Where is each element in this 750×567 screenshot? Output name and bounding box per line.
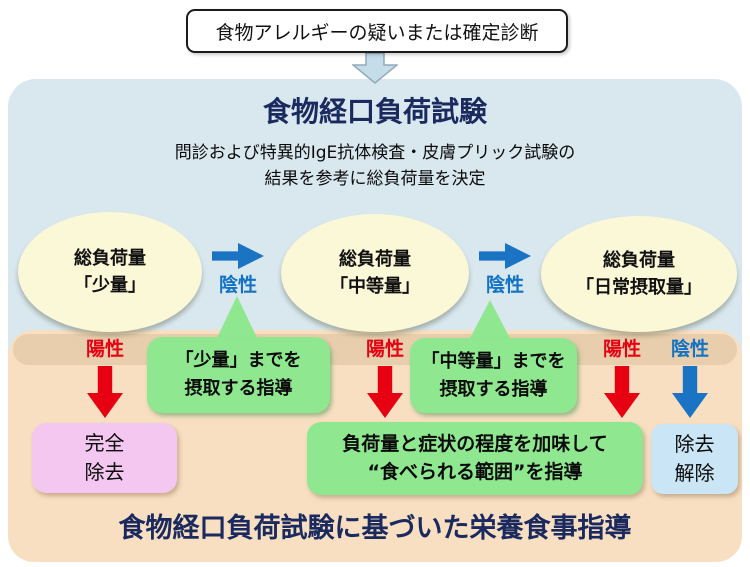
test-panel-subtitle: 問診および特異的IgE抗体検査・皮膚プリック試験の 結果を参考に総負荷量を決定 [0, 140, 750, 193]
outcome-line: 除去 [674, 432, 715, 456]
flow-down-arrow-icon [352, 52, 398, 84]
outcome-line: 除去 [84, 460, 125, 484]
ellipse-small-amount: 総負荷量 「少量」 [18, 212, 202, 332]
ellipse-label: 総負荷量 [603, 250, 675, 271]
diagnosis-box: 食物アレルギーの疑いまたは確定診断 [186, 9, 568, 53]
ellipse-label: 総負荷量 [339, 249, 411, 270]
positive-label: 陽性 [365, 338, 404, 360]
positive-label: 陽性 [85, 338, 124, 360]
negative-label: 陰性 [670, 338, 709, 360]
guidance-bubble-small: 「少量」までを 摂取する指導 [147, 337, 330, 413]
result-band [13, 334, 737, 365]
outcome-line: 負荷量と症状の程度を加味して [342, 432, 608, 455]
outcome-line: 完全 [84, 431, 125, 455]
subtitle-line-2: 結果を参考に総負荷量を決定 [264, 169, 486, 190]
diagnosis-label: 食物アレルギーの疑いまたは確定診断 [215, 21, 539, 44]
negative-label: 陰性 [485, 274, 524, 296]
guidance-bubble-medium: 「中等量」までを 摂取する指導 [410, 338, 577, 413]
ellipse-label: 総負荷量 [74, 248, 146, 269]
complete-elimination-box: 完全 除去 [32, 423, 177, 493]
lift-elimination-box: 除去 解除 [651, 424, 738, 494]
outcome-line: “食べられる範囲”を指導 [367, 460, 583, 483]
outcome-line: 解除 [674, 461, 715, 485]
bubble-line: 摂取する指導 [439, 378, 548, 400]
bubble-line: 「中等量」までを [421, 350, 566, 372]
ellipse-medium-amount: 総負荷量 「中等量」 [281, 214, 469, 332]
bubble-line: 摂取する指導 [184, 378, 293, 399]
guidance-panel-title: 食物経口負荷試験に基づいた栄養食事指導 [118, 513, 632, 544]
bubble-line: 「少量」までを [175, 350, 302, 372]
test-panel-title: 食物経口負荷試験 [262, 95, 487, 128]
positive-label: 陽性 [602, 338, 641, 360]
ellipse-label: 「少量」 [74, 275, 146, 296]
ellipse-label: 「日常摂取量」 [576, 277, 702, 298]
ellipse-daily-intake-amount: 総負荷量 「日常摂取量」 [541, 216, 737, 332]
ellipse-label: 「中等量」 [330, 276, 420, 297]
negative-label: 陰性 [218, 274, 257, 296]
range-guidance-box: 負荷量と症状の程度を加味して “食べられる範囲”を指導 [307, 422, 643, 495]
subtitle-line-1: 問診および特異的IgE抗体検査・皮膚プリック試験の [174, 143, 576, 163]
